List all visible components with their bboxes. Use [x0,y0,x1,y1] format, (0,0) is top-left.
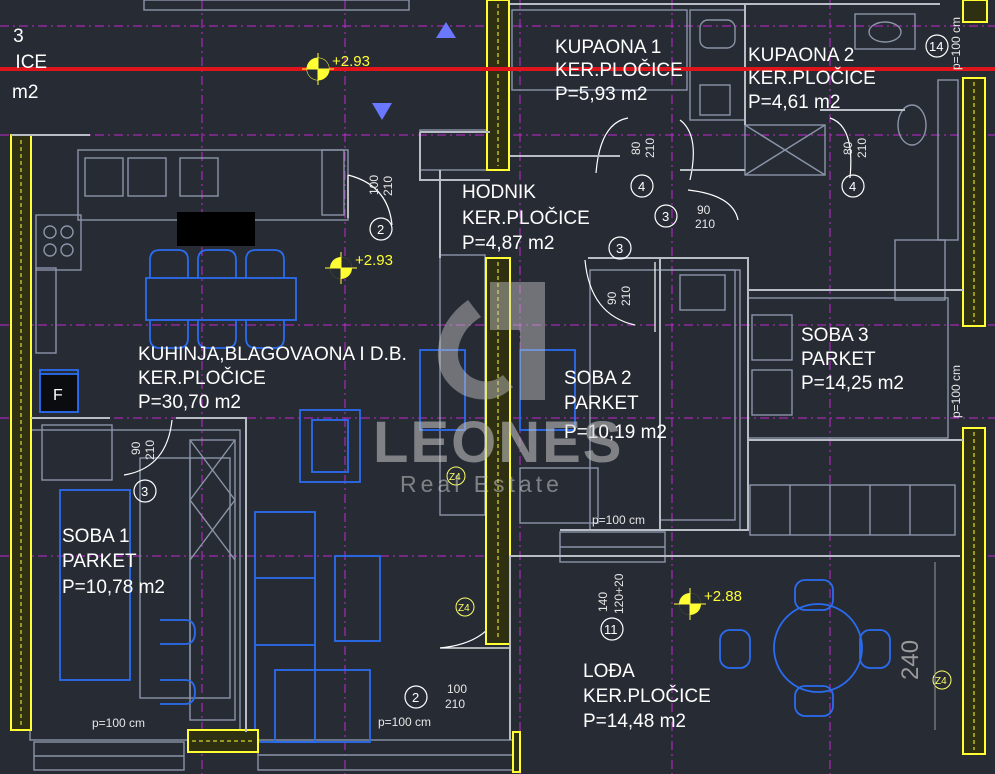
room-area: m2 [12,82,38,103]
level-label: +2.88 [704,588,742,605]
window-label: p=100 cm [592,513,645,527]
door-height: 210 [619,286,633,306]
door-height: 210 [381,176,395,196]
door-width: 90 [605,291,619,305]
room-name: KUPAONA 2 [748,45,854,66]
room-name: KUHINJA,BLAGOVAONA I D.B. [138,344,407,365]
triangle-marker-icon [372,103,392,120]
room-material: KER.PLOČICE [138,367,266,389]
level-label: +2.93 [355,252,393,269]
z-tags [446,466,952,690]
z-tag: Z4 [935,676,947,687]
level-label: +2.93 [332,53,370,70]
room-name: LOĐA [583,661,635,682]
room-area: P=14,25 m2 [801,373,904,394]
door-height: 210 [695,217,715,231]
room-area: P=10,19 m2 [564,422,667,443]
window-label: p=100 cm [378,715,431,729]
room-material: PARKET [564,393,639,414]
watermark-subtitle: Real Estate [400,471,563,497]
door-width: 90 [697,203,711,217]
room-name: SOBA 1 [62,526,130,547]
door-width: 140 [596,592,610,612]
watermark-brand: LEONES [373,410,624,475]
door-tag: 4 [638,179,645,194]
room-name: 3 [4,26,24,47]
furniture [39,249,891,743]
room-name: KUPAONA 1 [555,37,661,58]
fridge-label: F [53,387,63,404]
room-name: HODNIK [462,182,536,203]
door-tags [133,34,949,709]
door-dimensions: 80 210 80 210 100 210 90 210 90 210 90 2… [129,138,869,711]
door-tag-labels: 2 4 4 3 3 3 2 11 14 [141,39,943,705]
door-tag: 4 [849,179,856,194]
room-material: KER.PLOČICE [462,207,590,229]
lion-logo-icon [437,282,545,400]
window-label: p=100 cm [92,716,145,730]
door-height: 210 [445,697,465,711]
level-marker-icon [674,588,706,620]
door-width: 100 [367,175,381,195]
watermark: LEONES Real Estate [373,282,624,497]
room-material: KER.PLOČICE [583,685,711,707]
room-labels: 3 ICE m2 KUPAONA 1 KER.PLOČICE P=5,93 m2… [4,26,904,732]
room-name: SOBA 3 [801,325,869,346]
level-marker-icon [325,252,357,284]
room-area: P=5,93 m2 [555,84,647,105]
z-tag: Z4 [449,472,461,483]
dimension-240: 240 [897,640,924,680]
room-material: KER.PLOČICE [555,59,683,81]
door-tag: 11 [604,622,618,637]
window-labels: p=100 cm p=100 cm p=100 cm p=100 cm p=10… [92,17,963,730]
door-tag: 3 [662,209,669,224]
room-name: SOBA 2 [564,368,632,389]
door-width: 90 [129,441,143,455]
door-height: 120+20 [612,573,626,614]
wall-hatch [20,4,975,750]
room-area: P=10,78 m2 [62,577,165,598]
fridge-box [39,373,79,413]
redaction-box [177,212,255,246]
door-tag: 14 [929,39,943,54]
room-material: ICE [4,52,47,73]
door-tag: 3 [616,241,623,256]
room-area: P=4,87 m2 [462,233,554,254]
walls [10,0,988,773]
door-tag: 3 [141,484,148,499]
door-width: 80 [629,141,643,155]
door-height: 210 [143,440,157,460]
room-material: KER.PLOČICE [748,67,876,89]
room-material: PARKET [62,551,137,572]
door-height: 210 [855,138,869,158]
room-area: P=14,48 m2 [583,711,686,732]
window-label: p=100 cm [949,17,963,70]
room-area: P=4,61 m2 [748,92,840,113]
door-width: 80 [841,141,855,155]
room-area: P=30,70 m2 [138,392,241,413]
partitions [11,3,963,740]
door-width: 100 [447,682,467,696]
door-tag: 2 [412,690,419,705]
window-label: p=100 cm [949,365,963,418]
level-marker-icon [302,53,334,85]
triangle-marker-icon [436,22,456,38]
door-height: 210 [643,138,657,158]
door-tag: 2 [377,222,384,237]
room-material: PARKET [801,349,876,370]
level-markers: +2.93 +2.93 +2.88 [302,53,742,620]
z-tag: Z4 [458,603,470,614]
